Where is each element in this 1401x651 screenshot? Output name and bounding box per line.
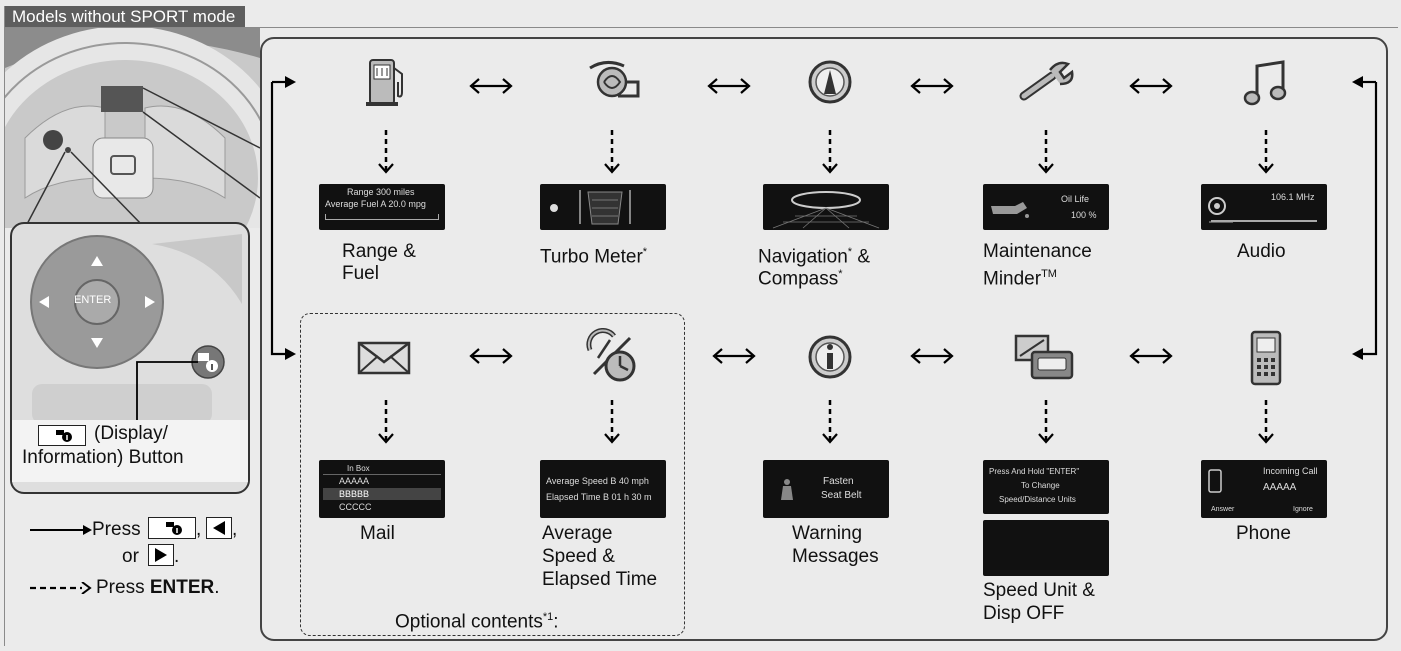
frame-line-top (4, 27, 1398, 28)
button-caption-line1: (Display/ (94, 423, 168, 444)
fuel-pump-icon (364, 56, 408, 108)
display-off-screen (983, 520, 1109, 576)
legend-press-enter: Press ENTER. (96, 577, 220, 598)
legend-comma-2: , (232, 519, 238, 540)
legend-comma-1: , (196, 519, 202, 540)
maintenance-screen: Oil Life 100 % (983, 184, 1109, 230)
speed-unit-screen: Press And Hold "ENTER" To Change Speed/D… (983, 460, 1109, 514)
frame-line-left (4, 6, 5, 646)
range-fuel-label-2: Fuel (342, 263, 379, 284)
navigation-screen (763, 184, 889, 230)
turbo-meter-screen (540, 184, 666, 230)
dashed-arrow-icon (30, 582, 92, 594)
wrench-icon (1018, 60, 1074, 104)
average-speed-label-3: Elapsed Time (542, 569, 658, 590)
left-key-icon (206, 517, 232, 539)
mail-envelope-icon (356, 340, 412, 376)
navigation-label-1: Navigation* & (758, 246, 871, 268)
music-note-icon (1243, 58, 1289, 108)
solid-arrow-icon (30, 525, 92, 535)
turbo-meter-label: Turbo Meter* (540, 246, 648, 268)
phone-label: Phone (1236, 523, 1291, 544)
flow-diagram-frame (260, 37, 1388, 641)
speed-unit-label-2: Disp OFF (983, 603, 1065, 624)
speed-unit-label-1: Speed Unit & (983, 580, 1095, 601)
phone-screen: Incoming Call AAAAA Answer Ignore (1201, 460, 1327, 518)
range-fuel-screen: Range 300 miles Average Fuel A 20.0 mpg (319, 184, 445, 230)
button-caption-line2: Information) Button (22, 447, 184, 468)
legend-press: Press (92, 519, 141, 540)
display-info-key-icon (148, 517, 196, 539)
speed-timer-icon (584, 328, 640, 384)
up-arrow-icon (91, 256, 103, 266)
turbo-icon (588, 60, 640, 104)
maintenance-label-1: Maintenance (983, 241, 1092, 262)
audio-label: Audio (1237, 241, 1286, 262)
warning-screen: Fasten Seat Belt (763, 460, 889, 518)
display-info-caption: (Display/ Information) Button (12, 420, 248, 482)
warning-label-2: Messages (792, 546, 879, 567)
right-key-icon (148, 544, 174, 566)
average-speed-label-2: Speed & (542, 546, 615, 567)
warning-label-1: Warning (792, 523, 863, 544)
maintenance-label-2: MinderTM (983, 268, 1057, 290)
mail-screen: In Box AAAAA BBBBB CCCCC (319, 460, 445, 518)
optional-contents-box (300, 313, 685, 636)
control-panel-zoom: ENTER (Display/ Information) Button (10, 222, 250, 494)
compass-icon (806, 58, 854, 106)
mail-label: Mail (360, 523, 395, 544)
average-speed-label-1: Average (542, 523, 613, 544)
left-arrow-icon (39, 296, 49, 308)
audio-screen: 106.1 MHz (1201, 184, 1327, 230)
optional-contents-label: Optional contents*1: (395, 611, 559, 633)
enter-key-label: ENTER (74, 294, 112, 306)
section-title: Models without SPORT mode (4, 6, 246, 28)
phone-icon (1248, 330, 1284, 386)
display-info-button-icon (38, 425, 86, 446)
range-fuel-label-1: Range & (342, 241, 416, 262)
legend-or: or (122, 546, 139, 567)
legend-period-1: . (174, 546, 180, 567)
navigation-label-2: Compass* (758, 268, 843, 290)
average-speed-screen: Average Speed B 40 mph Elapsed Time B 01… (540, 460, 666, 518)
speed-unit-icon (1014, 334, 1074, 380)
info-warning-icon (806, 332, 854, 382)
legend: Press , , or . Press ENTER. (30, 513, 255, 623)
steering-wheel-illustration (0, 26, 292, 330)
right-arrow-icon (145, 296, 155, 308)
down-arrow-icon (91, 338, 103, 348)
